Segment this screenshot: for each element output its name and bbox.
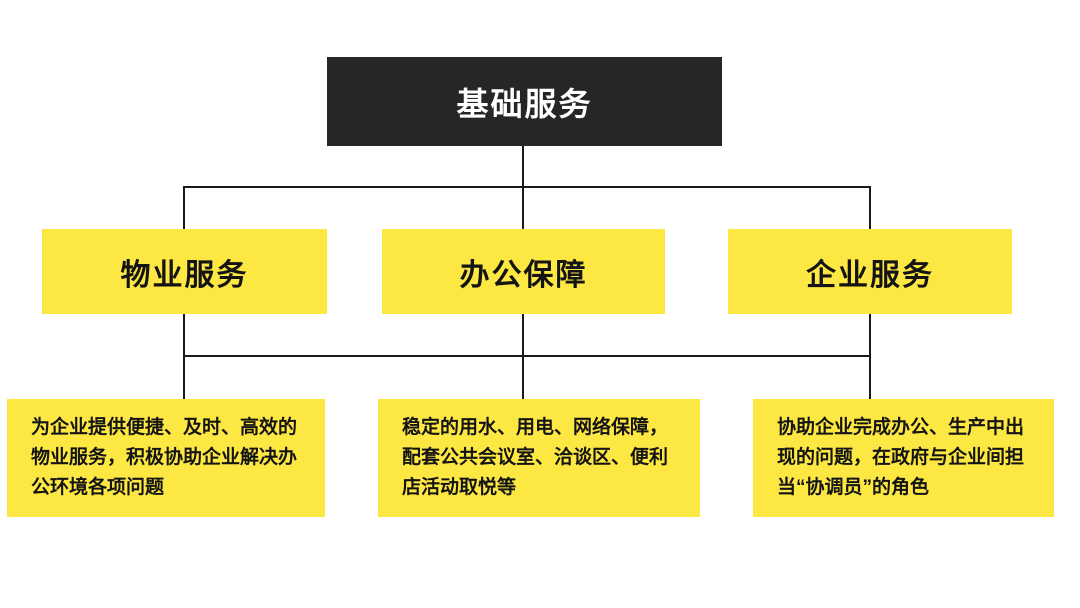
description-node-office-support: 稳定的用水、用电、网络保障，配套公共会议室、洽谈区、便利店活动取悦等 bbox=[378, 399, 700, 517]
connector-root-vertical bbox=[522, 146, 524, 230]
description-node-property-services: 为企业提供便捷、及时、高效的物业服务，积极协助企业解决办公环境各项问题 bbox=[7, 399, 325, 517]
root-node-basic-services: 基础服务 bbox=[327, 57, 722, 146]
connector-lower-right-vertical bbox=[869, 314, 871, 400]
connector-lower-mid-vertical bbox=[522, 314, 524, 400]
description-node-enterprise-services: 协助企业完成办公、生产中出现的问题，在政府与企业间担当“协调员”的角色 bbox=[753, 399, 1054, 517]
connector-upper-left-vertical bbox=[183, 187, 185, 230]
connector-upper-horizontal bbox=[183, 186, 871, 188]
branch-node-enterprise-services: 企业服务 bbox=[728, 229, 1012, 314]
root-node-label: 基础服务 bbox=[456, 85, 593, 122]
description-text: 协助企业完成办公、生产中出现的问题，在政府与企业间担当“协调员”的角色 bbox=[777, 417, 1025, 498]
description-text: 为企业提供便捷、及时、高效的物业服务，积极协助企业解决办公环境各项问题 bbox=[31, 417, 298, 498]
description-text: 稳定的用水、用电、网络保障，配套公共会议室、洽谈区、便利店活动取悦等 bbox=[402, 417, 669, 498]
connector-lower-left-vertical bbox=[183, 314, 185, 400]
branch-node-office-support: 办公保障 bbox=[382, 229, 665, 314]
connector-upper-right-vertical bbox=[869, 187, 871, 230]
branch-node-property-services: 物业服务 bbox=[42, 229, 327, 314]
branch-node-label: 物业服务 bbox=[120, 258, 249, 292]
branch-node-label: 办公保障 bbox=[459, 258, 588, 292]
branch-node-label: 企业服务 bbox=[806, 258, 934, 292]
connector-lower-horizontal bbox=[183, 355, 871, 357]
